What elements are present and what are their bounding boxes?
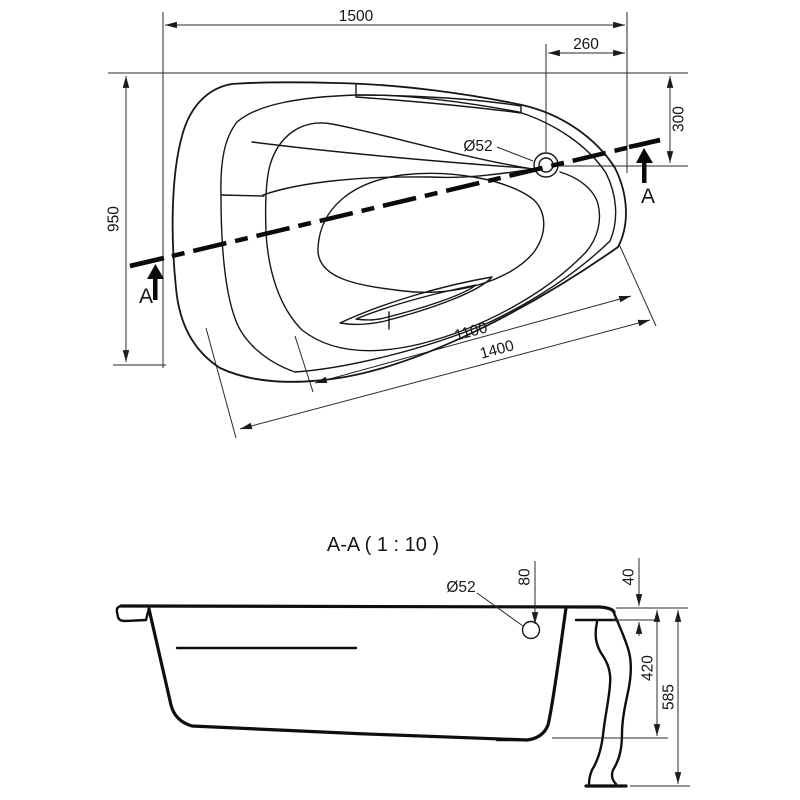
dim-label-1100: 1100 (453, 319, 490, 344)
section-title: A-A ( 1 : 10 ) (327, 534, 439, 556)
ext-right-slanted (618, 243, 657, 327)
section-letter-left: A (139, 285, 153, 308)
basin-profile (147, 606, 568, 742)
backrest-contour-upper (251, 141, 527, 169)
basin-opening-outline (264, 122, 601, 352)
plan-labels: 1500 260 300 950 1100 1400 Ø52 A A (106, 8, 688, 363)
rim-left-lip (115, 604, 151, 623)
section-arrow-left-head (147, 264, 164, 279)
tub-inner-rim-outline (220, 94, 617, 373)
dim-label-300: 300 (671, 106, 688, 132)
dim-label-420: 420 (640, 655, 657, 681)
section-arrow-left (147, 264, 164, 300)
seat-contour-outer (339, 276, 493, 326)
rim-top-line (119, 604, 616, 614)
section-arrow-right-shaft (642, 161, 647, 183)
shelf-step-line (220, 194, 265, 197)
support-leg-right-line (610, 611, 632, 786)
rim-band-top-right (355, 94, 522, 114)
support-leg-left-line (587, 620, 612, 786)
section-dimension-lines (531, 558, 682, 784)
drain-leader-line (496, 146, 534, 162)
section-arrow-left-shaft (153, 274, 158, 300)
dim-label-950: 950 (106, 206, 123, 232)
section-view: A-A ( 1 : 10 ) (115, 534, 690, 788)
dim-label-585: 585 (661, 684, 678, 710)
plan-dimension-lines (122, 21, 674, 430)
dim-label-1400: 1400 (478, 337, 516, 362)
ext-1100-left (294, 335, 314, 393)
dim-label-260: 260 (573, 36, 599, 53)
ext-1400-left (205, 327, 237, 439)
section-cut-stub-left (129, 255, 165, 269)
section-arrow-right-head (636, 148, 653, 163)
backrest-contour-lower (262, 169, 528, 196)
tub-outer-rim-outline (171, 81, 627, 383)
section-drain-hole (521, 620, 541, 640)
section-drain-label: Ø52 (446, 579, 475, 596)
dim-label-40: 40 (621, 568, 638, 586)
section-tub-profile (115, 604, 632, 788)
dim-line-1400 (239, 319, 651, 430)
dim-label-1500: 1500 (339, 8, 374, 25)
dim-label-80: 80 (517, 568, 534, 586)
section-arrow-right (636, 148, 653, 183)
plan-tub-geometry (171, 81, 627, 383)
plan-extension-lines (108, 12, 688, 439)
section-cut-group (129, 137, 661, 300)
plan-drain-label: Ø52 (463, 138, 492, 155)
basin-floor-outline (317, 172, 545, 293)
section-drain-leader (476, 592, 524, 627)
section-extension-lines (476, 592, 690, 787)
seat-contour-inner (355, 284, 477, 321)
section-labels: Ø52 80 40 420 585 (446, 568, 677, 710)
section-cut-line (129, 137, 661, 269)
plan-view: 1500 260 300 950 1100 1400 Ø52 A A (106, 8, 688, 439)
section-cut-stub-right (628, 137, 661, 150)
section-letter-right: A (641, 185, 655, 208)
